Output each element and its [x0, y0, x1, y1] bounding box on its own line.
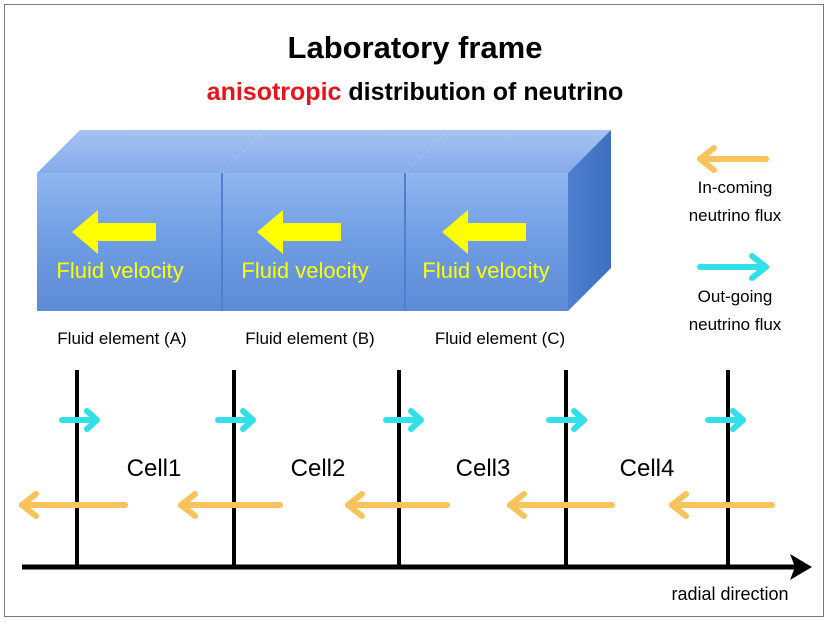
- outgoing-arrow-1: [59, 408, 100, 432]
- cube-c-side: [568, 130, 611, 311]
- radial-axis-label: radial direction: [671, 584, 788, 604]
- outgoing-arrow-3: [383, 408, 424, 432]
- outgoing-arrow-4: [546, 408, 587, 432]
- cell-label-1: Cell1: [127, 455, 182, 482]
- fluid-element-caption-a: Fluid element (A): [57, 329, 186, 348]
- incoming-arrow-5: [669, 491, 775, 519]
- legend: In-coming neutrino flux Out-going neutri…: [689, 145, 782, 334]
- incoming-arrow-4: [507, 491, 615, 519]
- radial-axis-arrowhead: [790, 554, 812, 580]
- incoming-arrow-3: [345, 491, 450, 519]
- cube-b-top: [222, 130, 448, 173]
- legend-incoming-arrow: [697, 145, 769, 173]
- velocity-arrow-b: [257, 210, 341, 254]
- cube-b: Fluid velocity: [222, 130, 448, 311]
- cube-a-top: [37, 130, 265, 173]
- figure-title: Laboratory frame: [287, 30, 543, 65]
- velocity-arrow-c: [442, 210, 526, 254]
- subtitle-accent: anisotropic: [206, 78, 342, 106]
- cube-b-front: [222, 173, 405, 311]
- cube-a-front: [37, 173, 222, 311]
- outgoing-arrow-5: [705, 408, 746, 432]
- cell-label-4: Cell4: [620, 455, 675, 482]
- velocity-label-c: Fluid velocity: [422, 258, 549, 283]
- outgoing-arrow-2: [215, 408, 256, 432]
- cell-boundaries: [75, 370, 730, 568]
- incoming-arrow-1: [19, 491, 128, 519]
- legend-incoming-line1: In-coming: [698, 178, 773, 197]
- cube-a: Fluid velocity: [37, 130, 265, 311]
- cell-label-2: Cell2: [291, 455, 346, 482]
- fluid-element-caption-c: Fluid element (C): [435, 329, 565, 348]
- subtitle-rest: distribution of neutrino: [341, 78, 624, 106]
- legend-outgoing-line1: Out-going: [698, 287, 773, 306]
- radial-axis: [22, 554, 812, 580]
- cube-c-front: [405, 173, 568, 311]
- figure-subtitle: anisotropic distribution of neutrino: [0, 78, 830, 107]
- cell-label-3: Cell3: [456, 455, 511, 482]
- cube-c: Fluid velocity: [405, 130, 611, 311]
- velocity-label-a: Fluid velocity: [56, 258, 183, 283]
- velocity-label-b: Fluid velocity: [241, 258, 368, 283]
- legend-outgoing-arrow: [697, 253, 769, 281]
- legend-outgoing-line2: neutrino flux: [689, 315, 782, 334]
- incoming-flux-arrows: [19, 491, 775, 519]
- cube-c-top: [405, 130, 611, 173]
- velocity-arrow-a: [72, 210, 156, 254]
- outgoing-flux-arrows: [59, 408, 746, 432]
- fluid-element-caption-b: Fluid element (B): [245, 329, 374, 348]
- incoming-arrow-2: [178, 491, 283, 519]
- figure-frame: [4, 4, 824, 617]
- legend-incoming-line2: neutrino flux: [689, 206, 782, 225]
